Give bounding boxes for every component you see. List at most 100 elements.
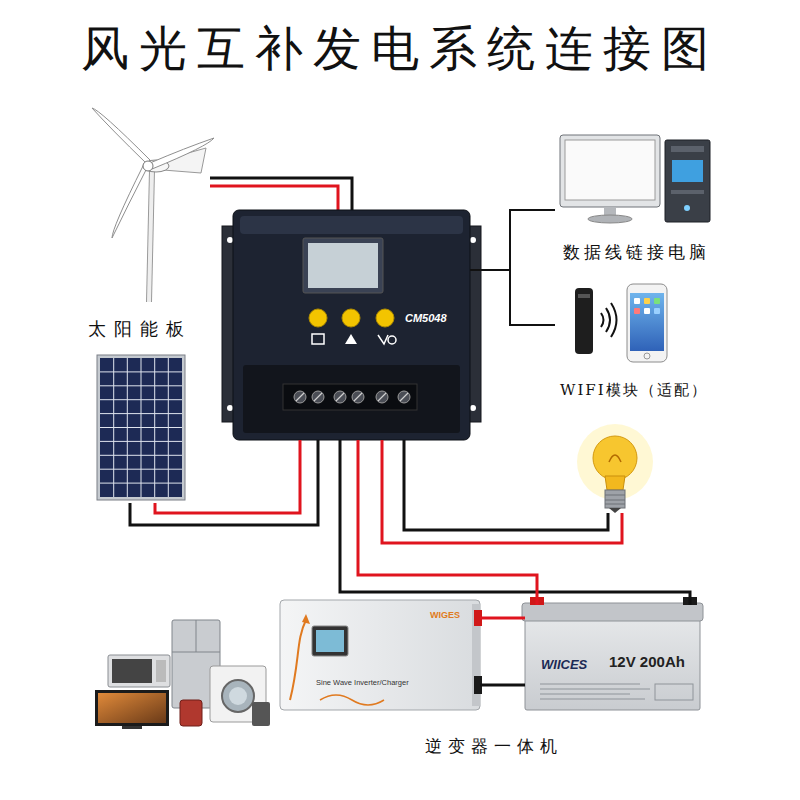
caption: 逆变器一体机	[425, 736, 563, 756]
computer-icon-part	[671, 190, 704, 194]
light-bulb-part	[609, 508, 621, 513]
charge-controller-part	[296, 393, 408, 401]
charge-controller-part	[243, 365, 460, 433]
title: 风光互补发电系统连接图	[0, 20, 800, 78]
charge-controller-part	[240, 216, 463, 234]
wifi-module-icon-part	[601, 313, 604, 327]
wire	[358, 440, 537, 605]
solar-panel-part	[100, 358, 182, 497]
wire	[155, 440, 300, 513]
caption: WIFI模块（适配）	[560, 381, 708, 399]
wire-connector	[130, 440, 318, 525]
charge-controller-part	[378, 335, 388, 344]
charge-controller-part	[309, 309, 327, 327]
battery-part	[540, 684, 650, 699]
wire	[480, 684, 525, 687]
wifi-module-icon-part	[644, 298, 650, 304]
wind-wires-part	[210, 186, 338, 210]
wifi-module-icon-part	[630, 293, 664, 351]
solar-panel-node: 太阳能板	[85, 318, 195, 503]
load-wires-part	[404, 440, 608, 530]
brand-logo: WIGES	[430, 610, 460, 621]
charge-controller-part	[233, 210, 470, 440]
wind-wires-part	[210, 178, 352, 210]
light-bulb-part	[605, 476, 625, 490]
charge-controller-part	[227, 405, 233, 411]
wind-turbine-part	[149, 170, 152, 302]
wire	[480, 617, 525, 620]
light-bulb-part	[577, 424, 653, 500]
inverter-part	[316, 630, 344, 652]
appliances-part	[108, 655, 170, 687]
wifi-module-icon-part	[611, 303, 617, 337]
charge-controller-part	[342, 309, 360, 327]
charge-controller-part	[345, 334, 357, 344]
rating: 12V 200Ah	[609, 653, 685, 671]
light-bulb-part	[593, 436, 637, 480]
wifi-module-icon-part	[634, 308, 640, 314]
charge-controller-part	[470, 405, 476, 411]
computer-icon-part	[588, 215, 632, 223]
solar-panel	[97, 355, 185, 500]
battery-part	[655, 684, 693, 700]
battery-part	[522, 603, 703, 621]
inverter-part	[290, 620, 306, 700]
wind-turbine-part	[149, 170, 152, 302]
appliances	[95, 620, 270, 729]
wifi-module-icon-part	[644, 353, 650, 359]
inverter-part	[320, 695, 384, 705]
inverter-part	[280, 600, 480, 710]
charge-controller-part	[376, 309, 394, 327]
wifi-module-icon-part	[575, 288, 593, 354]
wifi-module-icon-part	[654, 308, 660, 314]
light-bulb-part	[609, 455, 621, 462]
charge-controller: CM5048	[233, 210, 470, 440]
computer-icon-part	[672, 160, 703, 182]
caption: 太阳能板	[88, 318, 192, 340]
appliances-part	[252, 702, 270, 726]
load-wires-part	[382, 440, 622, 543]
charge-controller-part	[312, 334, 324, 344]
inverter	[280, 600, 482, 710]
wire-connector	[470, 210, 555, 270]
charge-controller-part	[283, 384, 417, 410]
inverter-part	[312, 626, 348, 656]
wire-connector	[470, 270, 555, 325]
appliances-part	[98, 693, 166, 723]
charge-controller-part	[303, 238, 383, 293]
inverter-part	[302, 614, 310, 624]
wind-turbine-part	[150, 138, 214, 169]
appliances-part	[95, 690, 169, 726]
brand-logo: WIICES	[541, 657, 587, 673]
appliances-part	[222, 680, 254, 712]
battery-node: WIICES 12V 200Ah	[525, 605, 700, 710]
wind-wires	[210, 178, 352, 210]
computer-icon-part	[684, 205, 690, 211]
charge-controller-part	[388, 336, 396, 344]
wire	[340, 440, 690, 605]
wire	[130, 440, 318, 525]
appliances-part	[122, 726, 142, 729]
wind-turbine-part	[92, 108, 150, 164]
computer-node: 数据线链接电脑	[555, 130, 720, 270]
product-text: Sine Wave Inverter/Charger	[316, 678, 409, 687]
caption: 数据线链接电脑	[563, 242, 710, 262]
appliances-part	[180, 700, 202, 726]
battery	[522, 597, 703, 710]
charge-controller	[222, 210, 481, 440]
wire	[470, 270, 555, 325]
appliances-part	[156, 660, 166, 682]
solar-panel-part	[100, 372, 182, 483]
wifi-module-icon-part	[606, 308, 610, 332]
wifi-module-icon-part	[578, 294, 590, 298]
charge-controller-part	[227, 237, 233, 243]
wind-turbine-part	[143, 161, 153, 171]
wind-turbine	[92, 108, 214, 302]
appliances-part	[112, 659, 152, 683]
light-bulb-part	[605, 495, 625, 504]
wifi-module-icon-part	[627, 284, 667, 362]
inverter-node: WIGESSine Wave Inverter/Charger逆变器一体机	[280, 600, 480, 710]
light-bulb-part	[605, 490, 625, 508]
model-number: CM5048	[405, 312, 447, 325]
